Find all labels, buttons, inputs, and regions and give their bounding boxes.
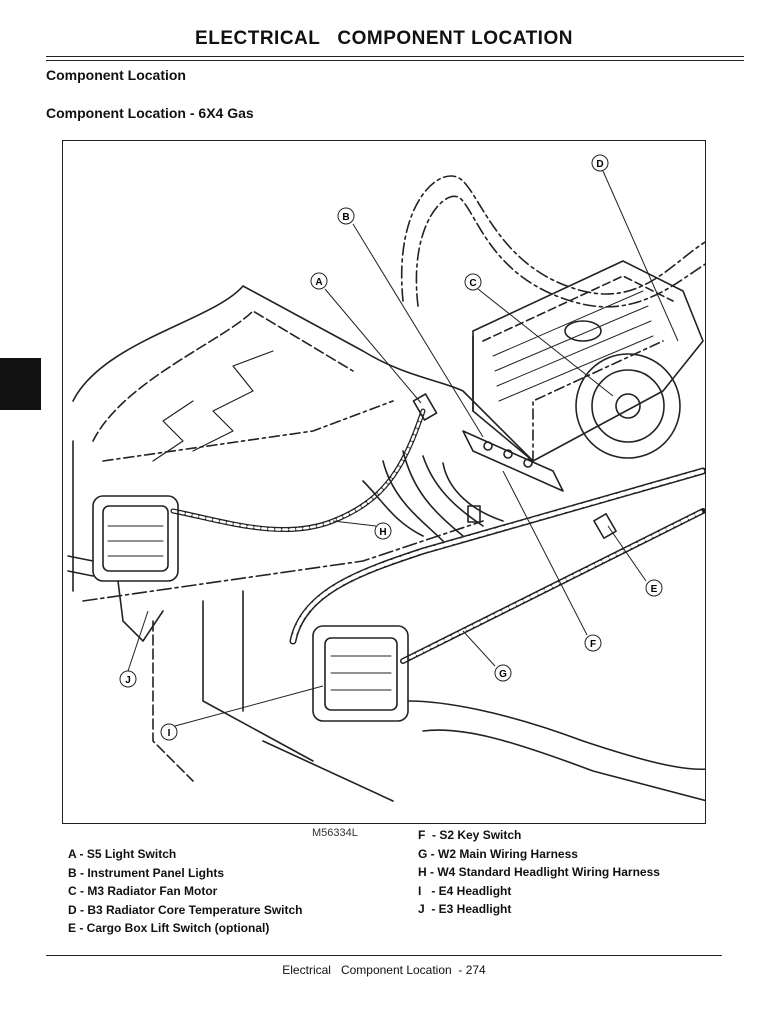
callout-c: C <box>464 273 482 291</box>
svg-text:A: A <box>315 277 322 288</box>
svg-text:E: E <box>651 584 658 595</box>
legend-item: J - E3 Headlight <box>418 902 512 916</box>
header-rule <box>46 56 744 57</box>
svg-text:F: F <box>590 639 596 650</box>
legend-item: E - Cargo Box Lift Switch (optional) <box>68 921 270 935</box>
section-tab-marker <box>0 358 41 410</box>
figure-id: M56334L <box>312 827 358 839</box>
header-rule-secondary <box>46 60 744 61</box>
callout-i: I <box>160 723 178 741</box>
callout-e: E <box>645 579 663 597</box>
legend-left: A - S5 Light Switch B - Instrument Panel… <box>68 845 303 938</box>
section-heading: Component Location <box>46 67 186 83</box>
svg-text:G: G <box>499 669 507 680</box>
svg-text:J: J <box>125 675 131 686</box>
legend-item: F - S2 Key Switch <box>418 828 522 842</box>
page-title: ELECTRICAL COMPONENT LOCATION <box>195 28 573 49</box>
callout-a: A <box>310 272 328 290</box>
svg-text:D: D <box>596 159 603 170</box>
callout-b: B <box>337 207 355 225</box>
legend-item: C - M3 Radiator Fan Motor <box>68 884 218 898</box>
svg-text:C: C <box>469 278 476 289</box>
vehicle-wiring-illustration: A B C D E F G H I J <box>67 154 705 802</box>
legend-item: A - S5 Light Switch <box>68 847 177 861</box>
diagram-callouts: A B C D E F G H I J <box>119 154 663 741</box>
legend-item: B - Instrument Panel Lights <box>68 865 225 880</box>
svg-text:H: H <box>379 527 386 538</box>
callout-j: J <box>119 670 137 688</box>
footer-rule <box>46 955 722 956</box>
subsection-heading: Component Location - 6X4 Gas <box>46 105 254 121</box>
wiring-diagram-figure: A B C D E F G H I J <box>62 140 706 824</box>
svg-text:B: B <box>342 212 349 223</box>
svg-text:I: I <box>168 728 171 739</box>
callout-h: H <box>374 522 392 540</box>
page-footer: Electrical Component Location - 274 <box>282 963 486 977</box>
legend-item: I - E4 Headlight <box>418 883 512 898</box>
legend-item: G - W2 Main Wiring Harness <box>418 846 578 861</box>
legend-item: H - W4 Standard Headlight Wiring Harness <box>418 865 660 879</box>
callout-f: F <box>584 634 602 652</box>
legend-right: F - S2 Key Switch G - W2 Main Wiring Har… <box>418 826 660 919</box>
legend-item: D - B3 Radiator Core Temperature Switch <box>68 902 303 917</box>
callout-g: G <box>494 664 512 682</box>
callout-d: D <box>591 154 609 172</box>
